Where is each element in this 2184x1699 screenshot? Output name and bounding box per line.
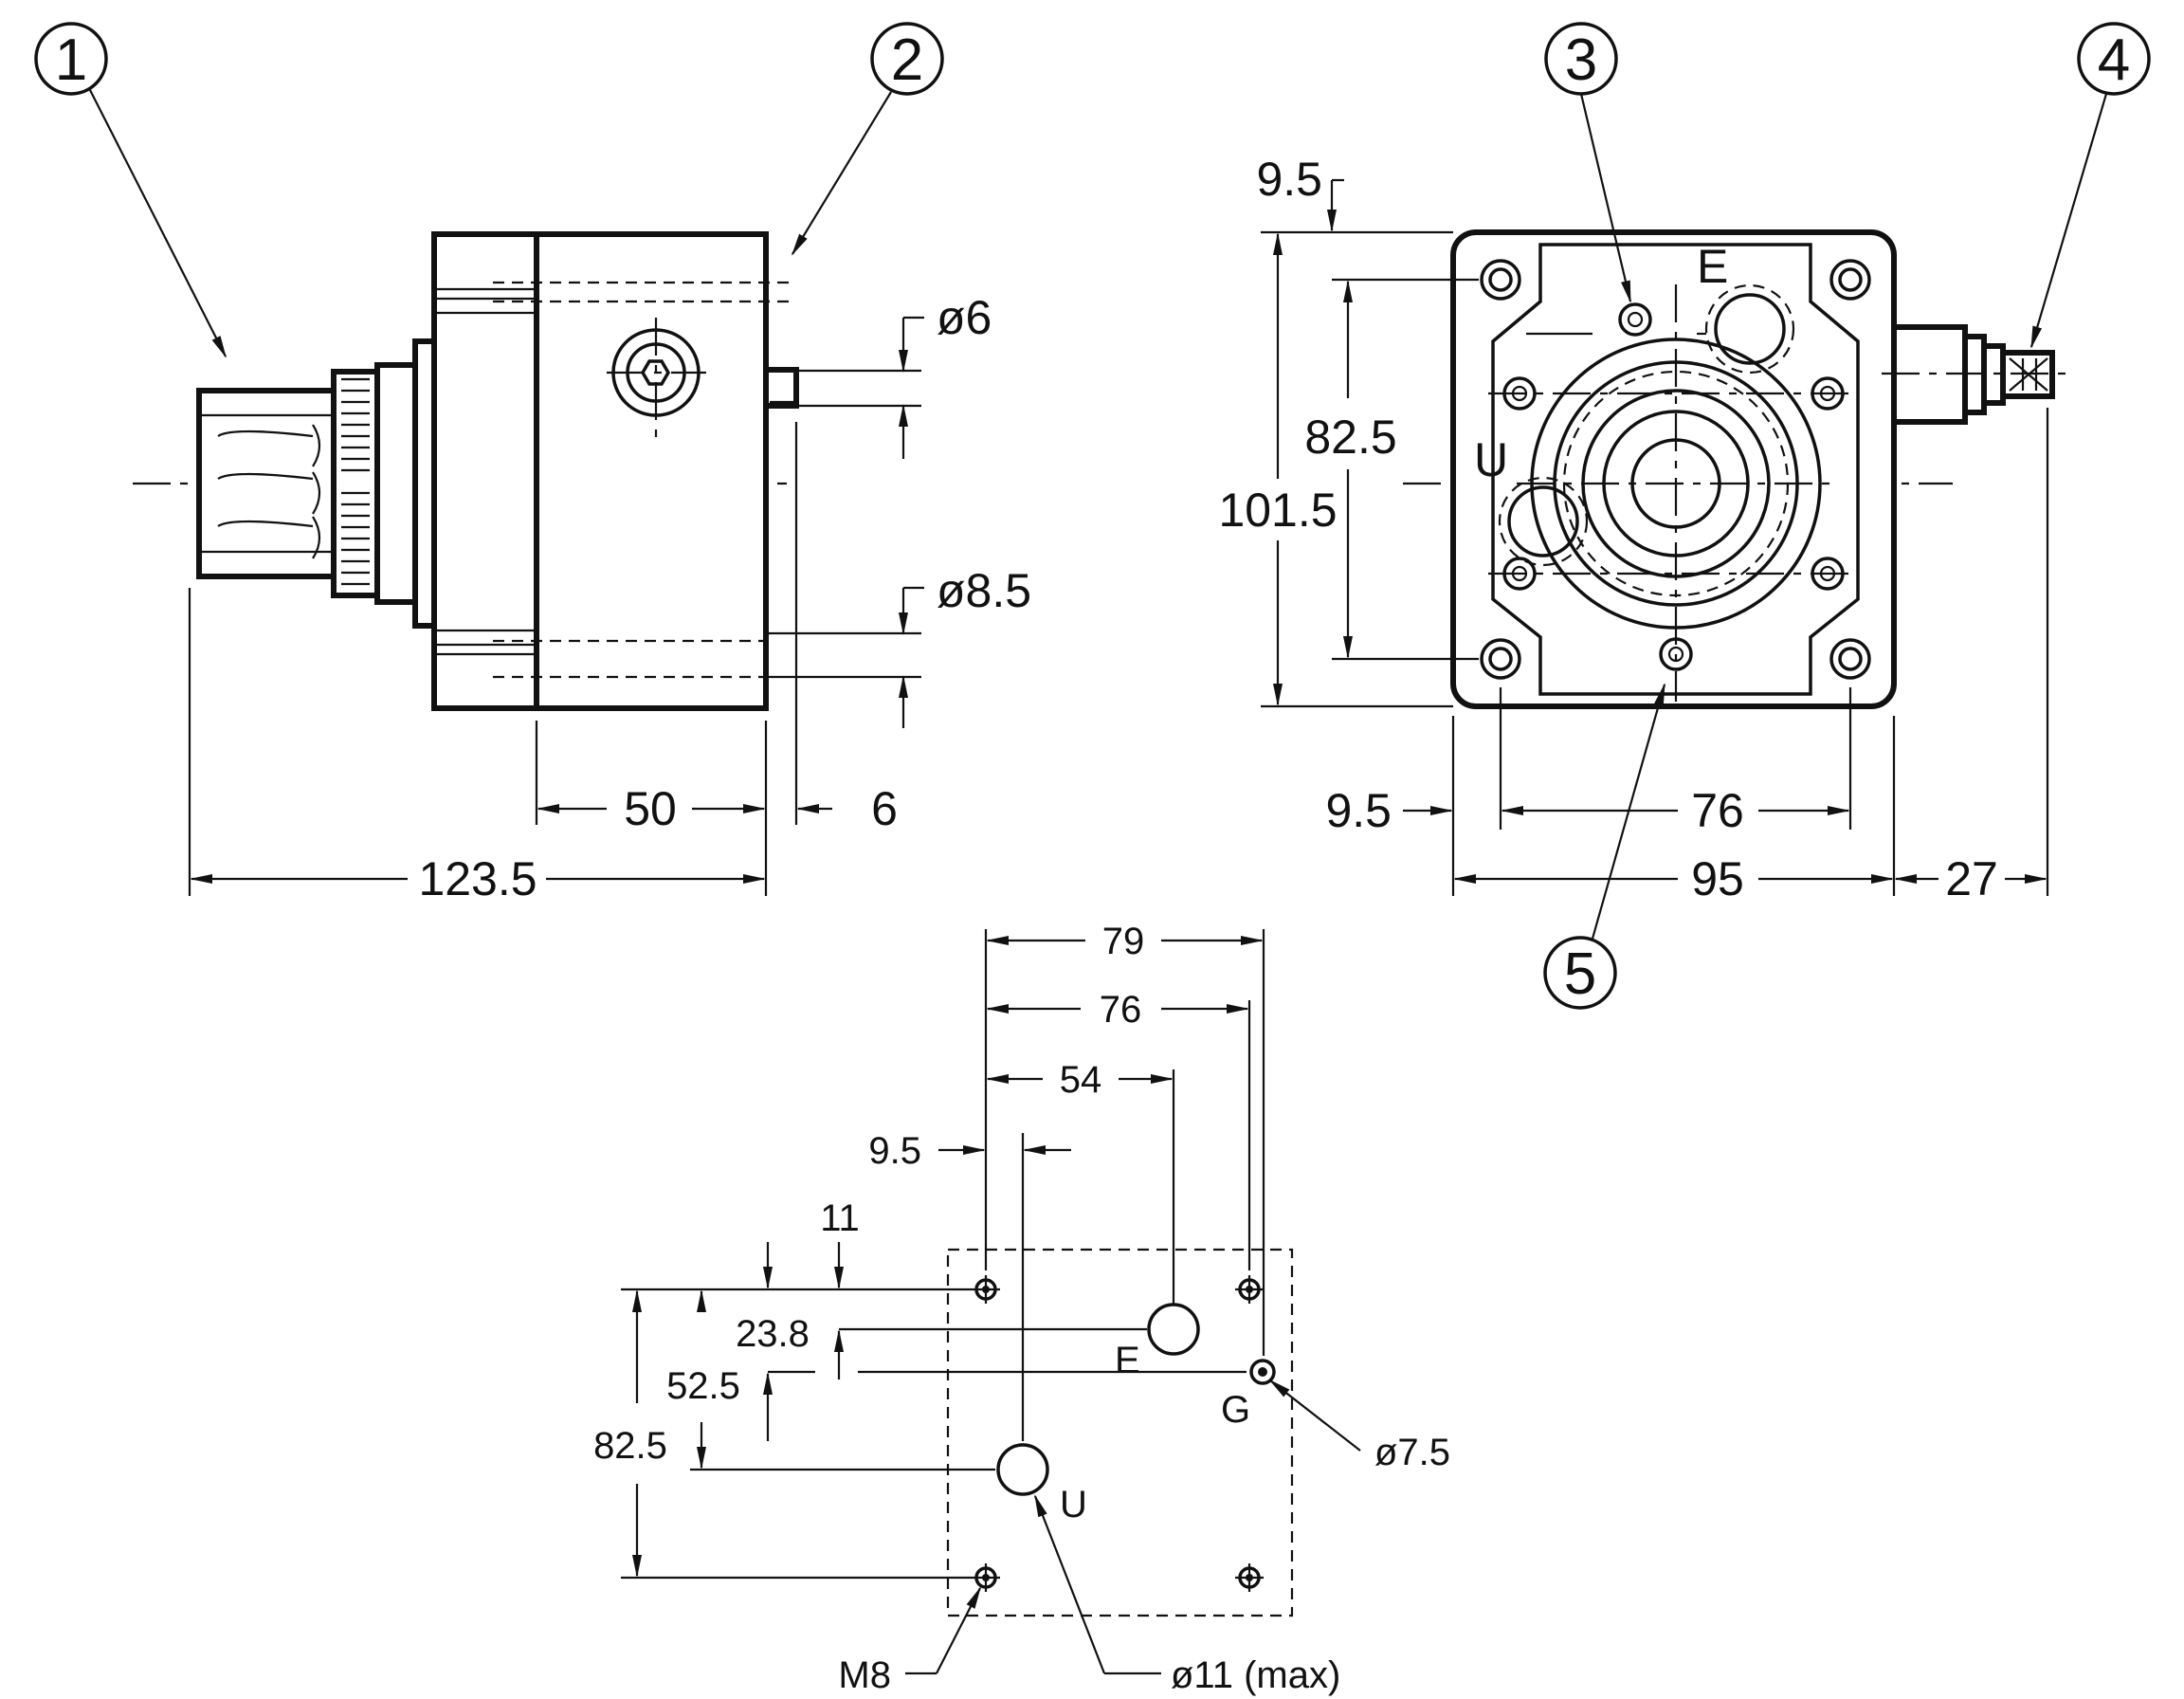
housing-front-plate xyxy=(431,231,539,711)
callout-2-circle xyxy=(870,22,944,96)
mount-label-diameter-11-max: ø11 (max) xyxy=(1171,1654,1340,1696)
mount-port-g-label: G xyxy=(1221,1389,1250,1431)
dim-76: 76 xyxy=(1691,784,1744,837)
side-view-dimensions: ø6 ø8.5 50 6 123.5 xyxy=(188,291,1031,905)
body-outline xyxy=(1450,229,1897,709)
mount-dim-52-5: 52.5 xyxy=(666,1365,740,1407)
front-view-dimensions: 9.5 82.5 101.5 9.5 76 95 27 xyxy=(1218,153,2049,905)
callouts: 1 2 3 4 5 xyxy=(34,22,2151,1010)
mounting-footprint xyxy=(946,1248,1294,1617)
side-view xyxy=(133,231,799,711)
port-u-label: U xyxy=(1474,433,1508,486)
body-inner-relief xyxy=(1491,243,1860,696)
callout-4: 4 xyxy=(2098,27,2130,93)
callout-3: 3 xyxy=(1565,27,1597,93)
mount-port-e-label: E xyxy=(1115,1340,1140,1381)
knurl-pattern xyxy=(341,377,370,586)
dial-assembly xyxy=(1517,284,1829,702)
pilot-screw xyxy=(607,318,706,441)
dim-diameter-6: ø6 xyxy=(937,291,992,344)
mount-dim-diameter-7-5: ø7.5 xyxy=(1374,1432,1450,1473)
side-adjuster xyxy=(1882,324,2071,425)
mount-dim-23-8: 23.8 xyxy=(736,1313,810,1355)
dim-95: 95 xyxy=(1691,852,1744,905)
dim-82-5: 82.5 xyxy=(1304,411,1396,464)
knob-neck xyxy=(374,362,418,605)
mount-dim-11: 11 xyxy=(820,1197,860,1239)
port-e-circle xyxy=(1704,283,1795,375)
callout-4-circle xyxy=(2077,22,2151,96)
dim-50: 50 xyxy=(624,782,677,835)
mounting-view: E G U xyxy=(621,929,1294,1617)
mount-port-u xyxy=(996,1443,1049,1496)
mount-port-u-label: U xyxy=(1060,1484,1087,1525)
dim-101-5: 101.5 xyxy=(1218,484,1337,537)
callout-5: 5 xyxy=(1564,941,1596,1007)
dim-123-5: 123.5 xyxy=(418,852,537,905)
mount-dim-54: 54 xyxy=(1060,1059,1102,1101)
mount-port-e xyxy=(1147,1303,1200,1356)
callout-1: 1 xyxy=(55,27,87,93)
mount-label-m8: M8 xyxy=(838,1654,891,1696)
corner-mounting-holes xyxy=(1480,259,1871,680)
valve-body xyxy=(534,231,769,711)
locating-pin xyxy=(763,367,799,409)
mount-dim-9-5: 9.5 xyxy=(868,1130,921,1172)
inner-holes xyxy=(1488,376,1858,591)
dim-9-5-bottom: 9.5 xyxy=(1325,784,1392,837)
dim-6: 6 xyxy=(871,782,898,835)
dim-27: 27 xyxy=(1945,852,1998,905)
pilot-port xyxy=(1618,302,1652,337)
dim-9-5-top: 9.5 xyxy=(1256,153,1322,206)
front-view: E U xyxy=(1403,229,2071,709)
mount-dim-82-5: 82.5 xyxy=(593,1425,667,1467)
gauge-port xyxy=(1659,637,1693,671)
mount-dim-76: 76 xyxy=(1100,989,1142,1031)
adjustment-knob xyxy=(196,369,380,598)
callout-2: 2 xyxy=(891,27,923,93)
mount-dim-79: 79 xyxy=(1102,921,1145,962)
callout-1-circle xyxy=(34,22,108,96)
m8-holes xyxy=(972,1275,1264,1592)
mounting-view-dimensions: 79 76 54 9.5 11 23.8 52.5 82.5 ø7.5 xyxy=(593,921,1450,1696)
callout-5-circle xyxy=(1543,936,1617,1010)
port-e-label: E xyxy=(1697,240,1728,293)
port-u-circle xyxy=(1498,476,1589,567)
mount-port-g xyxy=(1249,1359,1276,1385)
dim-diameter-8-5: ø8.5 xyxy=(937,564,1031,617)
